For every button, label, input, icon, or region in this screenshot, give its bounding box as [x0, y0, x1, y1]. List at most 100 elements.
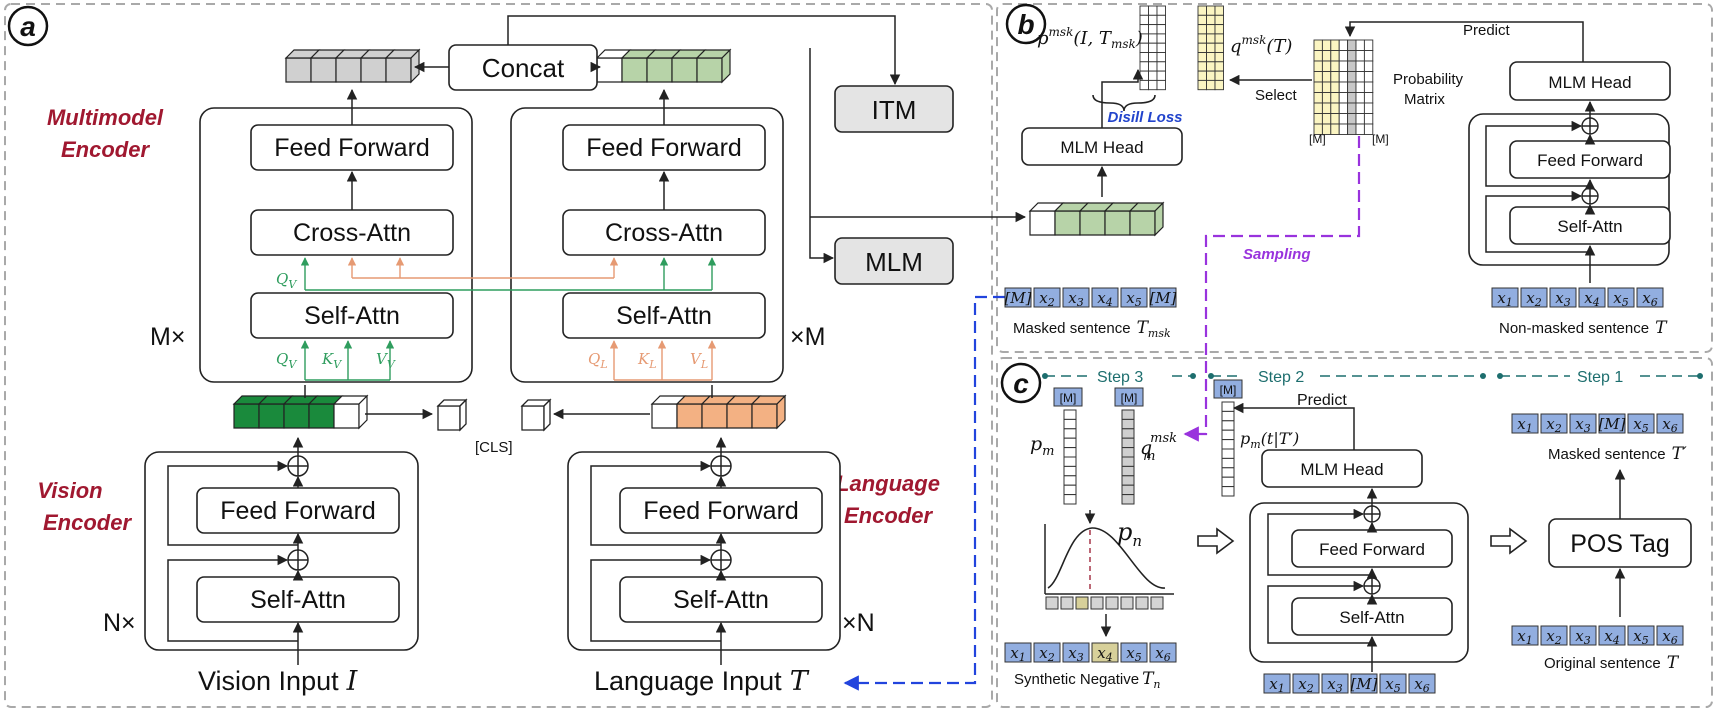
dist-box-4	[1090, 596, 1104, 610]
probability-matrix	[1313, 39, 1374, 135]
prob-cell-3-1	[1321, 71, 1332, 83]
p-cell-6-0	[1139, 61, 1149, 72]
mm-left-feed-forward-label: Feed Forward	[274, 134, 430, 162]
vision-encoder-label-2: Encoder	[43, 510, 132, 535]
prob-cell-7-5	[1355, 113, 1365, 125]
p-cell-0-0	[1139, 5, 1149, 16]
prob-cell-7-1	[1321, 113, 1332, 125]
mm-left-cross-attn-label: Cross-Attn	[293, 219, 411, 247]
svg-text:x3: x3	[1575, 627, 1590, 647]
q-cell-2-2	[1214, 24, 1224, 35]
vision-residual-2	[287, 455, 309, 477]
prob-cell-3-2	[1330, 71, 1340, 83]
qm-cell-2	[1121, 418, 1135, 430]
prob-cell-3-4	[1347, 71, 1357, 83]
p-msk-label: pmsk(I, Tmsk)	[1037, 25, 1143, 51]
language-residual-2	[710, 455, 732, 477]
panel-b-letter: b	[1017, 9, 1034, 40]
b-right-mlm-head-label: MLM Head	[1548, 73, 1631, 92]
pm-cell-3	[1063, 428, 1077, 439]
p-cell-8-0	[1139, 79, 1149, 91]
prob-cell-6-6	[1363, 102, 1374, 114]
prob-cell-1-4	[1347, 50, 1357, 62]
c-feed-forward-label: Feed Forward	[1319, 540, 1425, 559]
select-label: Select	[1255, 87, 1298, 104]
b-right-mlm-head	[1509, 61, 1671, 101]
language-residual-1	[710, 549, 732, 571]
qm-cell-9	[1121, 484, 1135, 496]
q-cell-7-0	[1197, 70, 1207, 81]
mm-left-self-attn-label: Self-Attn	[304, 302, 400, 330]
language-encoder-label-1: Language	[836, 471, 940, 496]
top-left-cube-4	[359, 49, 396, 83]
c-encoder-box	[1249, 502, 1469, 663]
q-cell-2-0	[1197, 24, 1207, 35]
c-self-attn-label: Self-Attn	[1339, 608, 1404, 627]
c-synthetic-token-4: x4	[1091, 642, 1119, 664]
qm-cell-1	[1121, 409, 1135, 420]
pm-cell-6	[1063, 456, 1077, 467]
svg-text:x1: x1	[1010, 644, 1025, 664]
prob-cell-5-6	[1363, 92, 1374, 104]
svg-text:[M]: [M]	[1004, 289, 1031, 307]
prob-matrix-label-2: Matrix	[1404, 91, 1445, 108]
svg-text:[M]: [M]	[1149, 289, 1176, 307]
p-cell-6-2	[1156, 61, 1166, 72]
q-cell-8-1	[1206, 79, 1216, 91]
svg-text:x6: x6	[1414, 675, 1429, 695]
q-cell-1-2	[1214, 14, 1224, 26]
svg-text:x5: x5	[1126, 289, 1141, 309]
prob-cell-3-5	[1355, 71, 1365, 83]
c-encoder-token-6: x6	[1408, 673, 1436, 695]
dist-box-6	[1120, 596, 1134, 610]
prob-m-left: [M]	[1309, 132, 1326, 146]
q-cell-0-2	[1214, 5, 1224, 16]
prob-cell-4-6	[1363, 81, 1374, 93]
b-masked-token-6: [M]	[1149, 287, 1177, 308]
p-cell-5-0	[1139, 52, 1149, 63]
c-encoder-token-3: x3	[1321, 673, 1349, 695]
q-cell-8-2	[1214, 79, 1224, 91]
q-cell-0-1	[1206, 5, 1216, 16]
panel-c-badge: c	[1000, 362, 1042, 404]
q-cell-3-2	[1214, 33, 1224, 44]
vision-output-tokens	[232, 394, 369, 430]
q-cell-4-1	[1206, 42, 1216, 53]
p-cell-7-1	[1148, 70, 1158, 81]
q-cell-6-1	[1206, 61, 1216, 72]
prob-cell-0-5	[1355, 39, 1365, 51]
svg-text:x1: x1	[1497, 289, 1512, 309]
c-encoder-token-1: x1	[1263, 673, 1291, 695]
prob-cell-0-3	[1338, 39, 1349, 51]
p-cell-1-1	[1148, 14, 1158, 26]
sampling-label: Sampling	[1243, 246, 1311, 263]
dist-box-3	[1075, 596, 1089, 610]
kl-label: KL	[637, 350, 657, 371]
c-original-token-4: x4	[1598, 625, 1626, 647]
q-cell-4-0	[1197, 42, 1207, 53]
prob-cell-0-2	[1330, 39, 1340, 51]
pm-cell-9	[1063, 484, 1077, 496]
svg-text:[M]: [M]	[1060, 391, 1077, 405]
prob-cell-7-3	[1338, 113, 1349, 125]
q-cell-3-1	[1206, 33, 1216, 44]
vision-residual-1	[287, 549, 309, 571]
pm-cond-label: pm(t|T′)	[1240, 429, 1299, 451]
q-cell-7-1	[1206, 70, 1216, 81]
pm-label: pm	[1030, 433, 1055, 459]
c-encoder-token-4: [M]	[1350, 673, 1378, 694]
c-masked-token-6: x6	[1656, 413, 1684, 435]
svg-text:x2: x2	[1526, 289, 1541, 309]
top-left-cube-3	[334, 49, 371, 83]
hollow-arrow-step3	[1197, 527, 1235, 555]
q-cell-5-1	[1206, 52, 1216, 63]
pn-distribution	[1044, 510, 1174, 595]
prob-cell-6-1	[1321, 102, 1332, 114]
itm-label: ITM	[872, 95, 917, 125]
step2-label: Step 2	[1258, 369, 1304, 386]
